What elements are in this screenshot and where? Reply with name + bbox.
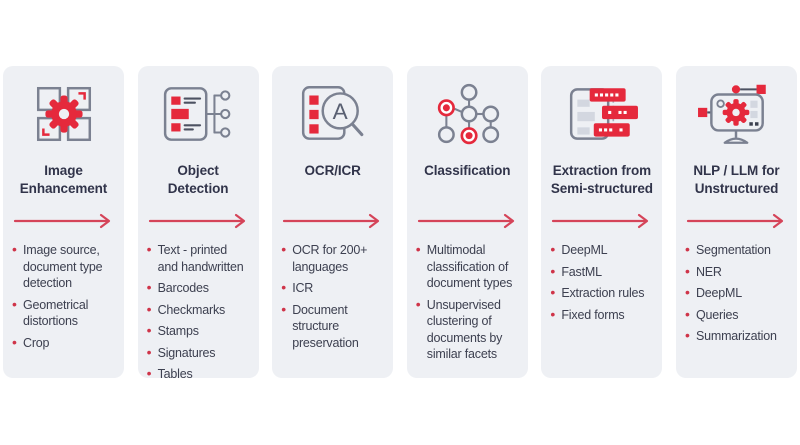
card-ocr-icr: A OCR/ICR OCR for 200+ languagesICR Docum… xyxy=(272,66,394,378)
card-title: Object Detection xyxy=(167,163,229,196)
image-enhancement-icon-svg xyxy=(36,86,91,142)
classification-icon-svg xyxy=(438,83,500,145)
nlp-llm-unstructured-icon-svg xyxy=(698,84,767,144)
flow-arrow-svg xyxy=(686,213,784,229)
card-nlp-llm-unstructured: NLP / LLM for Unstructured SegmentationN… xyxy=(675,66,797,378)
object-detection-icon xyxy=(147,66,250,162)
feature-item: Crop xyxy=(12,334,115,352)
classification-icon xyxy=(416,66,519,162)
flow-arrow-icon xyxy=(147,210,250,232)
feature-item: DeepML xyxy=(550,241,653,259)
feature-item: Text - printed and handwritten xyxy=(147,241,250,275)
feature-item: Unsupervised clustering of documents by … xyxy=(416,296,519,363)
object-detection-icon-svg xyxy=(163,87,231,141)
feature-list: Image source, document type detectionGeo… xyxy=(12,241,115,356)
feature-list: SegmentationNER DeepML QueriesSummarizatio… xyxy=(685,241,788,350)
feature-item: Geometrical distortions xyxy=(12,296,115,330)
feature-item: Image source, document type detection xyxy=(12,241,115,292)
feature-item: OCR for 200+ languages xyxy=(281,241,384,275)
flow-arrow-icon xyxy=(12,210,115,232)
flow-arrow-svg xyxy=(417,213,514,229)
flow-arrow-icon xyxy=(416,210,519,232)
extraction-semi-structured-icon xyxy=(550,66,653,162)
flow-arrow-icon xyxy=(281,210,384,232)
feature-item: Stamps xyxy=(147,322,250,340)
feature-list: DeepML FastML Extraction rulesFixed forms xyxy=(550,241,653,328)
card-image-enhancement: Image Enhancement Image source, document… xyxy=(3,66,124,378)
feature-item: DeepML xyxy=(685,284,788,302)
document-processing-pipeline: Image Enhancement Image source, document… xyxy=(3,0,797,381)
flow-arrow-icon xyxy=(550,210,653,232)
feature-item: Multimodal classification of document ty… xyxy=(416,241,519,292)
extraction-semi-structured-icon-svg xyxy=(569,88,638,140)
card-title: OCR/ICR xyxy=(304,163,361,178)
feature-item: Barcodes xyxy=(147,279,250,297)
feature-item: Fixed forms xyxy=(550,306,653,324)
flow-arrow-svg xyxy=(13,213,111,229)
card-classification: Classification Multimodal classification… xyxy=(406,66,528,378)
ocr-icr-icon-svg: A xyxy=(301,86,364,140)
feature-item: Extraction rules xyxy=(550,284,653,302)
card-title: Extraction from Semi-structured xyxy=(550,163,653,196)
feature-item: Summarization xyxy=(685,327,788,345)
feature-list: OCR for 200+ languagesICR Document struct… xyxy=(281,241,384,356)
card-title: Classification xyxy=(424,163,511,178)
feature-item: Checkmarks xyxy=(147,301,250,319)
svg-text:A: A xyxy=(332,99,348,124)
feature-item: Queries xyxy=(685,306,788,324)
ocr-icr-icon: A xyxy=(281,66,384,162)
flow-arrow-svg xyxy=(283,213,380,229)
feature-item: FastML xyxy=(550,263,653,281)
flow-arrow-icon xyxy=(685,210,788,232)
feature-item: Document structure preservation xyxy=(281,301,384,352)
feature-list: Text - printed and handwrittenBarcodesCh… xyxy=(147,241,250,388)
flow-arrow-svg xyxy=(552,213,649,229)
card-object-detection: Object Detection Text - printed and hand… xyxy=(137,66,259,381)
nlp-llm-unstructured-icon xyxy=(685,66,788,162)
flow-arrow-svg xyxy=(148,213,245,229)
feature-item: NER xyxy=(685,263,788,281)
card-title: Image Enhancement xyxy=(19,163,108,196)
image-enhancement-icon xyxy=(12,66,115,162)
feature-item: Tables xyxy=(147,365,250,383)
feature-list: Multimodal classification of document ty… xyxy=(416,241,519,368)
card-extraction-semi-structured: Extraction from Semi-structured DeepML Fa… xyxy=(541,66,663,378)
card-title: NLP / LLM for Unstructured xyxy=(693,163,780,196)
feature-item: Segmentation xyxy=(685,241,788,259)
feature-item: ICR xyxy=(281,279,384,297)
feature-item: Signatures xyxy=(147,344,250,362)
